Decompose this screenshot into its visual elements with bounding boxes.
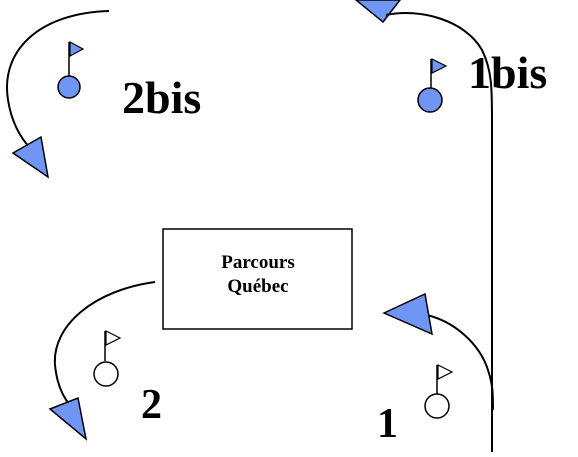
arrowhead-2bis <box>11 135 50 179</box>
ball-icon-1 <box>424 393 450 419</box>
arc-1 <box>421 313 494 411</box>
arc-2bis <box>6 10 110 151</box>
hole-label-2: 2 <box>141 382 162 428</box>
flag-icon-1bis <box>430 58 448 88</box>
arrowhead-1bis <box>354 0 401 24</box>
flag-icon-2bis <box>68 40 85 76</box>
arrowhead-1 <box>382 292 433 336</box>
ball-icon-1bis <box>417 87 443 113</box>
arc-2 <box>53 281 156 406</box>
flag-icon-2 <box>104 330 122 361</box>
course-name-line1: Parcours <box>221 252 295 273</box>
ball-icon-2 <box>93 361 119 387</box>
hole-label-2bis: 2bis <box>122 72 201 123</box>
arc-1bis <box>385 12 493 452</box>
hole-label-1: 1 <box>377 401 398 447</box>
course-name-box <box>162 228 353 330</box>
hole-label-1bis: 1bis <box>468 47 547 98</box>
flag-icon-1 <box>436 364 454 394</box>
course-name-line2: Québec <box>227 276 288 297</box>
ball-icon-2bis <box>57 75 81 99</box>
arrowhead-2 <box>48 396 88 441</box>
